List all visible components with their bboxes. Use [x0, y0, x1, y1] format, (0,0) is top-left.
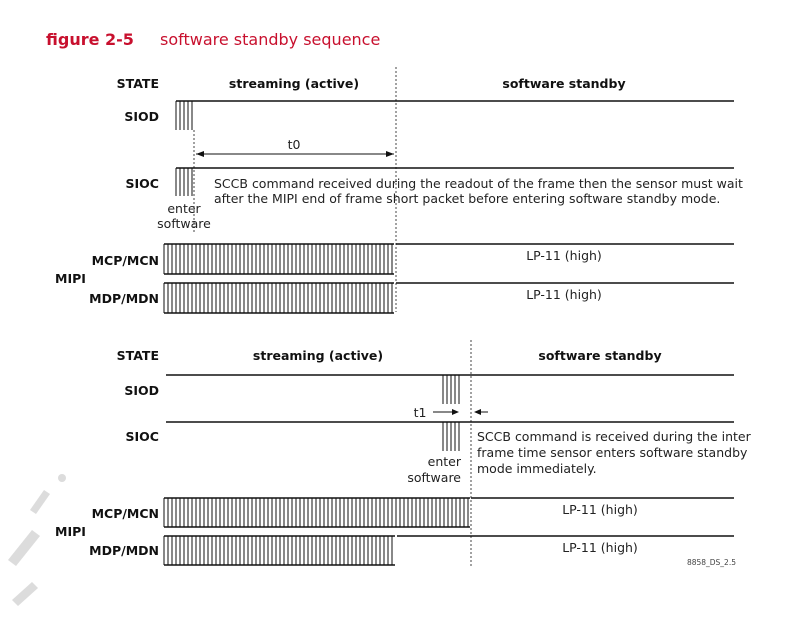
t1-arrowhead-right: [474, 409, 481, 415]
software-label: software: [407, 470, 461, 485]
figure-code: 8858_DS_2.5: [687, 558, 736, 567]
sioc-label: SIOC: [126, 176, 159, 191]
t0-arrowhead-right: [386, 151, 394, 157]
t1-arrowhead-left: [452, 409, 459, 415]
figure-number: figure 2-5: [46, 30, 134, 49]
mcp-mcn-data-burst: [163, 497, 470, 528]
sioc-activity-burst: [175, 168, 193, 196]
state-active-label: streaming (active): [253, 348, 383, 363]
mcp-lp11-label: LP-11 (high): [562, 502, 638, 517]
mdp-lp11-label: LP-11 (high): [526, 287, 602, 302]
panel-1: STATE streaming (active) software standb…: [55, 67, 743, 314]
state-label: STATE: [117, 76, 159, 91]
mcp-lp11-label: LP-11 (high): [526, 248, 602, 263]
mdp-lp11-label: LP-11 (high): [562, 540, 638, 555]
software-label: software: [157, 216, 211, 231]
mcp-mcn-label: MCP/MCN: [92, 253, 159, 268]
mdp-mdn-label: MDP/MDN: [89, 543, 159, 558]
mdp-mdn-data-burst: [163, 535, 395, 566]
state-standby-label: software standby: [538, 348, 661, 363]
mipi-label: MIPI: [55, 524, 86, 539]
note-line-1: SCCB command received during the readout…: [214, 176, 743, 191]
mipi-label: MIPI: [55, 271, 86, 286]
sioc-activity-burst: [442, 422, 460, 451]
figure-title: software standby sequence: [160, 30, 380, 49]
sioc-label: SIOC: [126, 429, 159, 444]
panel-2: STATE streaming (active) software standb…: [55, 340, 752, 566]
state-label: STATE: [117, 348, 159, 363]
t0-arrowhead-left: [196, 151, 204, 157]
note-line-3: mode immediately.: [477, 461, 597, 476]
t1-label: t1: [414, 405, 427, 420]
note-line-2: frame time sensor enters software standb…: [477, 445, 748, 460]
siod-label: SIOD: [124, 383, 159, 398]
note-line-1: SCCB command is received during the inte…: [477, 429, 752, 444]
state-standby-label: software standby: [502, 76, 625, 91]
t0-label: t0: [288, 137, 301, 152]
mcp-mcn-label: MCP/MCN: [92, 506, 159, 521]
state-active-label: streaming (active): [229, 76, 359, 91]
enter-label: enter: [428, 454, 462, 469]
watermark: [8, 474, 66, 606]
siod-label: SIOD: [124, 109, 159, 124]
mdp-mdn-label: MDP/MDN: [89, 291, 159, 306]
siod-activity-burst: [442, 375, 460, 404]
mcp-mcn-data-burst: [163, 243, 394, 275]
note-line-2: after the MIPI end of frame short packet…: [214, 191, 720, 206]
enter-label: enter: [167, 201, 201, 216]
siod-activity-burst: [175, 101, 193, 130]
mdp-mdn-data-burst: [163, 282, 394, 314]
